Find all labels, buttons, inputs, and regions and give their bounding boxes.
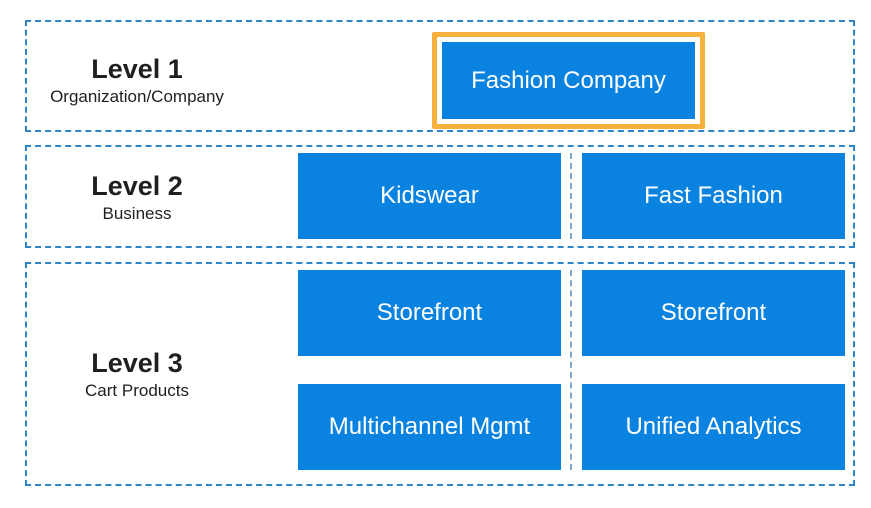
company-highlight [432, 32, 705, 129]
node-fashion-company: Fashion Company [442, 42, 695, 119]
level-1-band [25, 20, 855, 132]
level-3-label: Level 3 Cart Products [25, 348, 249, 402]
node-unified-analytics: Unified Analytics [582, 384, 845, 470]
node-fast-fashion: Fast Fashion [582, 153, 845, 239]
level-1-title: Level 1 [91, 54, 183, 84]
level-1-label: Level 1 Organization/Company [25, 54, 249, 108]
level-2-subtitle: Business [102, 204, 172, 223]
node-storefront-left: Storefront [298, 270, 561, 356]
level-2-band [25, 145, 855, 248]
level-2-label: Level 2 Business [25, 171, 249, 225]
node-multichannel-mgmt: Multichannel Mgmt [298, 384, 561, 470]
node-kidswear: Kidswear [298, 153, 561, 239]
level-2-title: Level 2 [91, 171, 183, 201]
level-3-separator [570, 270, 572, 470]
level-2-separator [570, 153, 572, 239]
level-1-subtitle: Organization/Company [50, 87, 224, 106]
level-3-band [25, 262, 855, 486]
level-3-subtitle: Cart Products [85, 381, 189, 400]
level-3-title: Level 3 [91, 348, 183, 378]
node-storefront-right: Storefront [582, 270, 845, 356]
